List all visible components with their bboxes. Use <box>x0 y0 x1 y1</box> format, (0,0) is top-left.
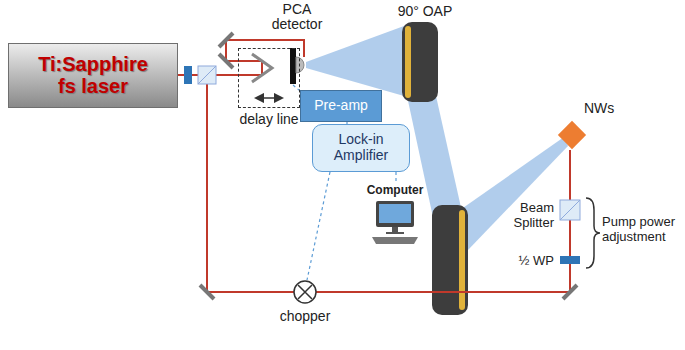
oap-mirror <box>402 22 438 102</box>
chopper-cross <box>298 285 312 299</box>
mirror <box>219 54 233 68</box>
travel-arrow <box>256 97 282 99</box>
laser-beam <box>207 84 570 292</box>
part-label-holder: PCA detector <box>266 2 328 32</box>
part-label-holder: 90° OAP <box>380 3 470 19</box>
laser-box: Ti:Sapphire fs laser <box>8 43 178 108</box>
part-label: 90° OAP <box>398 3 453 19</box>
bracket <box>586 198 600 268</box>
sample-label-holder: NWs <box>584 100 634 116</box>
part-label: ½ WP <box>519 253 554 268</box>
oap-gold-face <box>405 26 411 98</box>
computer-screen <box>379 204 411 223</box>
cube-diagonal <box>560 200 580 220</box>
delay-stage-outline <box>238 48 300 108</box>
part-label: Beam Splitter <box>494 200 554 230</box>
part-label: chopper <box>280 308 331 324</box>
signal-wire <box>395 172 396 181</box>
polarizer <box>184 66 192 84</box>
node-text: Pre-amp <box>314 98 368 114</box>
thz-beam <box>460 137 568 250</box>
chopper-symbol <box>294 281 316 303</box>
half-wave-plate <box>560 256 580 264</box>
part-label-holder: chopper <box>265 308 345 324</box>
node-text: Ti:Sapphire fs laser <box>33 53 153 98</box>
thz-beam <box>306 26 404 96</box>
pca-detector <box>290 48 296 84</box>
beam-splitter-cube <box>198 66 216 84</box>
computer-base <box>386 232 404 234</box>
group-label-holder: Pump power adjustment <box>602 214 682 244</box>
cube-diagonal <box>198 66 216 84</box>
oap-gold-face <box>459 210 465 310</box>
oap-mirror <box>432 205 468 315</box>
node-text: delay line <box>239 112 298 128</box>
nanowire-sample <box>558 121 586 149</box>
thz-beam <box>404 82 462 222</box>
preamp-box: Pre-amp <box>300 90 382 122</box>
beam-splitter-cube <box>560 200 580 220</box>
retroreflector <box>252 54 272 82</box>
mirror <box>563 285 577 299</box>
computer-monitor <box>376 201 414 227</box>
sample-label: NWs <box>584 100 614 116</box>
device-label-holder: Computer <box>355 183 435 197</box>
computer-stand <box>392 227 398 232</box>
device-label: Computer <box>367 183 424 197</box>
part-label-holder: Beam Splitter <box>494 200 554 230</box>
signal-wire <box>307 172 330 280</box>
part-label: PCA detector <box>266 2 328 32</box>
computer-keyboard <box>372 237 418 244</box>
group-label: Pump power adjustment <box>602 214 682 244</box>
delay-line-box: delay line <box>238 48 300 128</box>
lockin-box: Lock-in Amplifier <box>312 124 410 172</box>
mirror <box>219 33 233 47</box>
part-label-holder: ½ WP <box>494 253 554 268</box>
mirror <box>200 285 214 299</box>
detector-lens <box>296 57 304 73</box>
laser-beam <box>178 40 304 75</box>
node-text: Lock-in Amplifier <box>321 132 401 163</box>
